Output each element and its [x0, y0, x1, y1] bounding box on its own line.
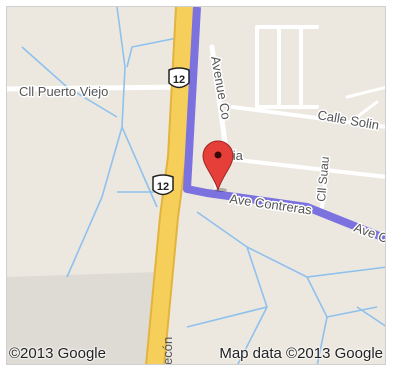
shield-number: 12: [157, 181, 169, 193]
google-copyright: ©2013 Google: [9, 345, 106, 362]
label-recon: ecón: [160, 337, 175, 365]
streams: [21, 7, 385, 364]
map-data-attribution[interactable]: Map data ©2013 Google: [219, 345, 383, 362]
route-line: [183, 7, 385, 243]
map-pin-icon[interactable]: [202, 140, 234, 192]
route-shield-icon: 12: [152, 174, 174, 196]
map-view[interactable]: Cll Puerto Viejo Avenue Co ncia Calle So…: [6, 6, 386, 365]
route-shield-icon: 12: [168, 67, 190, 89]
label-puerto-viejo: Cll Puerto Viejo: [19, 84, 108, 99]
urban-area: [7, 272, 157, 364]
map-canvas[interactable]: Cll Puerto Viejo Avenue Co ncia Calle So…: [7, 7, 386, 365]
shield-number: 12: [173, 74, 185, 86]
label-suau: Cll Suau: [314, 156, 332, 202]
minor-streets: [7, 25, 385, 209]
